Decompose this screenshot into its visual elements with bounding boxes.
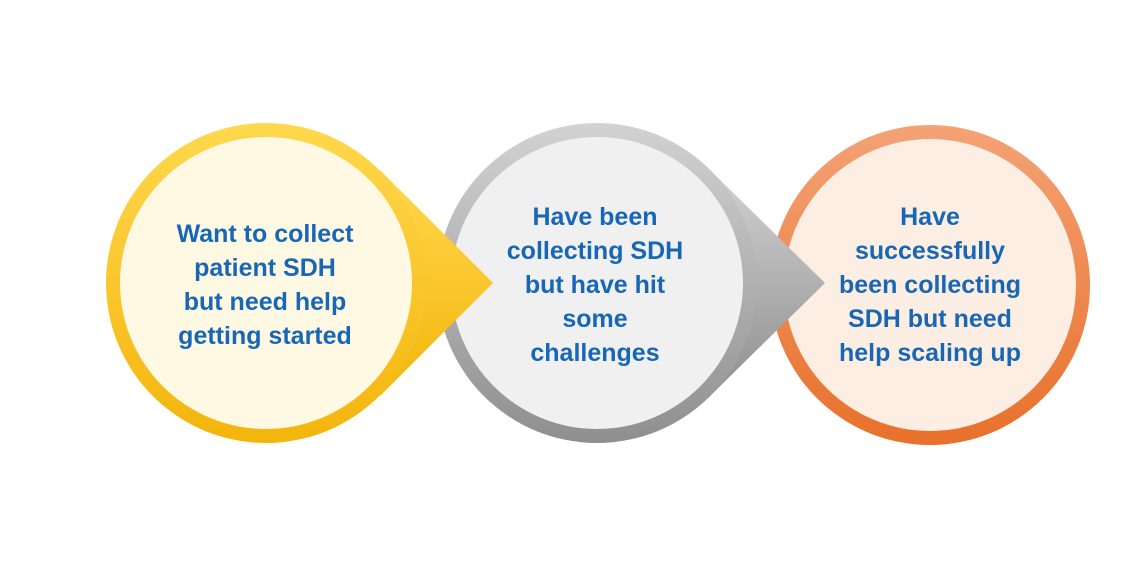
stage-3-inner xyxy=(784,139,1076,431)
stage-3-line: help scaling up xyxy=(839,339,1021,367)
stage-1-line: getting started xyxy=(178,322,352,350)
stage-3-shape xyxy=(770,125,1090,445)
stage-1-label: Want to collect patient SDH but need hel… xyxy=(150,170,380,400)
stage-2-shape xyxy=(437,123,825,443)
stage-2-line: collecting SDH xyxy=(506,237,684,265)
stage-1-line: patient SDH xyxy=(194,254,336,282)
stage-2-inner xyxy=(451,137,743,429)
stage-3-label: Have successfully been collecting SDH bu… xyxy=(815,170,1045,400)
stage-1-inner xyxy=(120,137,412,429)
stage-3-line: been collecting xyxy=(839,271,1021,299)
stage-3-line: successfully xyxy=(854,237,1006,265)
stage-2-line: some xyxy=(562,305,628,333)
stage-1-line: but need help xyxy=(183,288,347,316)
stage-1-shape xyxy=(106,123,493,443)
stage-2-line: Have been xyxy=(532,203,658,231)
stage-2-line: but have hit xyxy=(524,271,666,299)
stage-1-line: Want to collect xyxy=(176,220,354,248)
stage-2-line: challenges xyxy=(530,339,660,367)
stage-3-line: SDH but need xyxy=(848,305,1012,333)
stage-2-label: Have been collecting SDH but have hit so… xyxy=(480,170,710,400)
stage-3-line: Have xyxy=(900,203,960,231)
